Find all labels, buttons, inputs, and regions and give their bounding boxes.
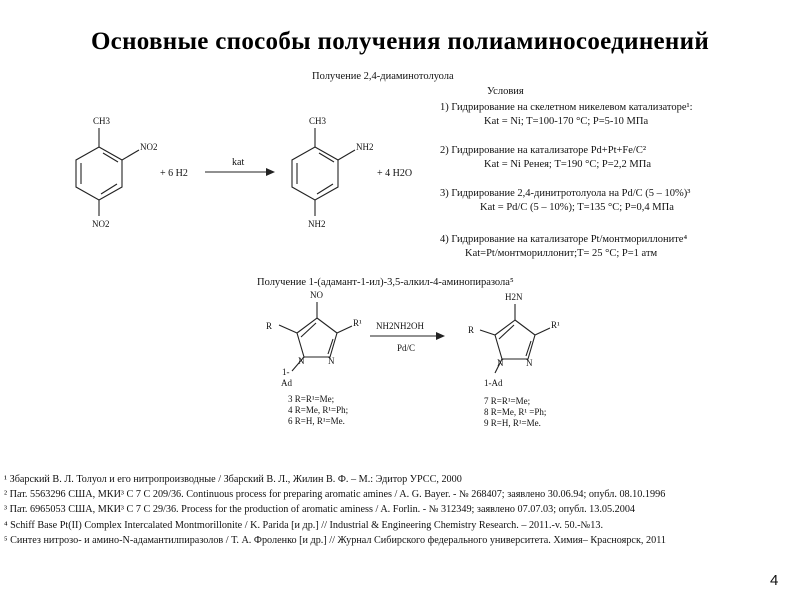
reference-item: ⁵ Синтез нитрозо- и амино-N-адамантилпир…: [4, 534, 666, 546]
reactant-ad-label: Ad: [281, 378, 292, 388]
reactant-list-item: 6 R=H, R¹=Me.: [288, 416, 345, 426]
references-list: ¹ Збарский В. Л. Толуол и его нитропроиз…: [4, 472, 774, 548]
reactant-r1-label: R¹: [353, 318, 362, 328]
product-aminopyrazole: [479, 304, 551, 374]
product-ad-label: 1-Ad: [484, 378, 503, 388]
condition-2-line2: Kat = Ni Ренея; T=190 °C; P=2,2 МПа: [484, 159, 651, 170]
product-n2-label: N: [526, 358, 533, 368]
product-diaminotoluene: [291, 128, 356, 216]
page-title: Основные способы получения полиаминосоед…: [90, 28, 710, 55]
condition-4-line2: Kat=Pt/монтмориллонит;T= 25 °C; P=1 атм: [465, 248, 658, 259]
byproduct-water: + 4 H2O: [377, 168, 412, 179]
product-nh2-label: H2N: [505, 292, 523, 302]
reference-item: ¹ Збарский В. Л. Толуол и его нитропроиз…: [4, 474, 462, 485]
reaction-arrow-1: [205, 168, 275, 176]
product-list-item: 9 R=H, R¹=Me.: [484, 418, 541, 428]
reactant-nitrosopyrazole: [278, 302, 353, 372]
product-list-item: 7 R=R¹=Me;: [484, 396, 530, 406]
reactant-ad-num: 1-: [282, 367, 290, 377]
reference-item: ⁴ Schiff Base Pt(II) Complex Intercalate…: [4, 519, 603, 531]
reference-item: ² Пат. 5563296 США, МКИ³ С 7 С 209/36. C…: [4, 489, 666, 501]
reactant-no-label: NO: [310, 290, 323, 300]
reactant-n2-label: N: [328, 356, 335, 366]
scheme2-caption: Получение 1-(адамант-1-ил)-3,5-алкил-4-а…: [257, 277, 514, 288]
reagent-h2: + 6 H2: [160, 168, 188, 179]
reactant-n1-label: N: [298, 356, 305, 366]
arrow2-reagent-label: NH2NH2OH: [376, 321, 424, 331]
condition-1-line1: 1) Гидрирование на скелетном никелевом к…: [440, 102, 693, 113]
reaction-arrow-2: [370, 332, 445, 340]
reactant-r-label: R: [266, 321, 272, 331]
condition-4-line1: 4) Гидрирование на катализаторе Pt/монтм…: [440, 234, 687, 245]
conditions-header: Условия: [487, 86, 524, 97]
reactant-ch3-label: CH3: [93, 116, 111, 126]
product-n1-label: N: [497, 358, 504, 368]
reaction-schemes: Получение 2,4-диаминотолуола CH3 NO2 NO2…: [75, 71, 693, 428]
product-r-label: R: [468, 325, 474, 335]
page-number: 4: [770, 572, 779, 589]
arrow2-catalyst-label: Pd/C: [397, 343, 415, 353]
reactant-list-item: 4 R=Me, R¹=Ph;: [288, 405, 348, 415]
reactant-list-item: 3 R=R¹=Me;: [288, 394, 334, 404]
product-ch3-label: CH3: [309, 116, 327, 126]
condition-3-line2: Kat = Pd/C (5 – 10%); T=135 °C; P=0,4 МП…: [480, 202, 674, 213]
product-r1-label: R¹: [551, 320, 560, 330]
product-list-item: 8 R=Me, R¹ =Ph;: [484, 407, 546, 417]
product-nh2-bottom-label: NH2: [308, 219, 326, 229]
product-nh2-top-label: NH2: [356, 142, 374, 152]
reactant-no2-bottom-label: NO2: [92, 219, 110, 229]
scheme1-caption: Получение 2,4-диаминотолуола: [312, 71, 454, 82]
condition-2-line1: 2) Гидрирование на катализаторе Pd+Pt+Fe…: [440, 145, 646, 156]
reactant-dinitrotoluene: [75, 128, 140, 216]
arrow-catalyst-label: kat: [232, 157, 244, 168]
reference-item: ³ Пат. 6965053 США, МКИ³ С 7 С 29/36. Pr…: [4, 504, 636, 516]
condition-3-line1: 3) Гидрирование 2,4-динитротолуола на Pd…: [440, 188, 690, 199]
condition-1-line2: Kat = Ni; T=100-170 °C; P=5-10 МПа: [484, 116, 648, 127]
reactant-no2-top-label: NO2: [140, 142, 158, 152]
